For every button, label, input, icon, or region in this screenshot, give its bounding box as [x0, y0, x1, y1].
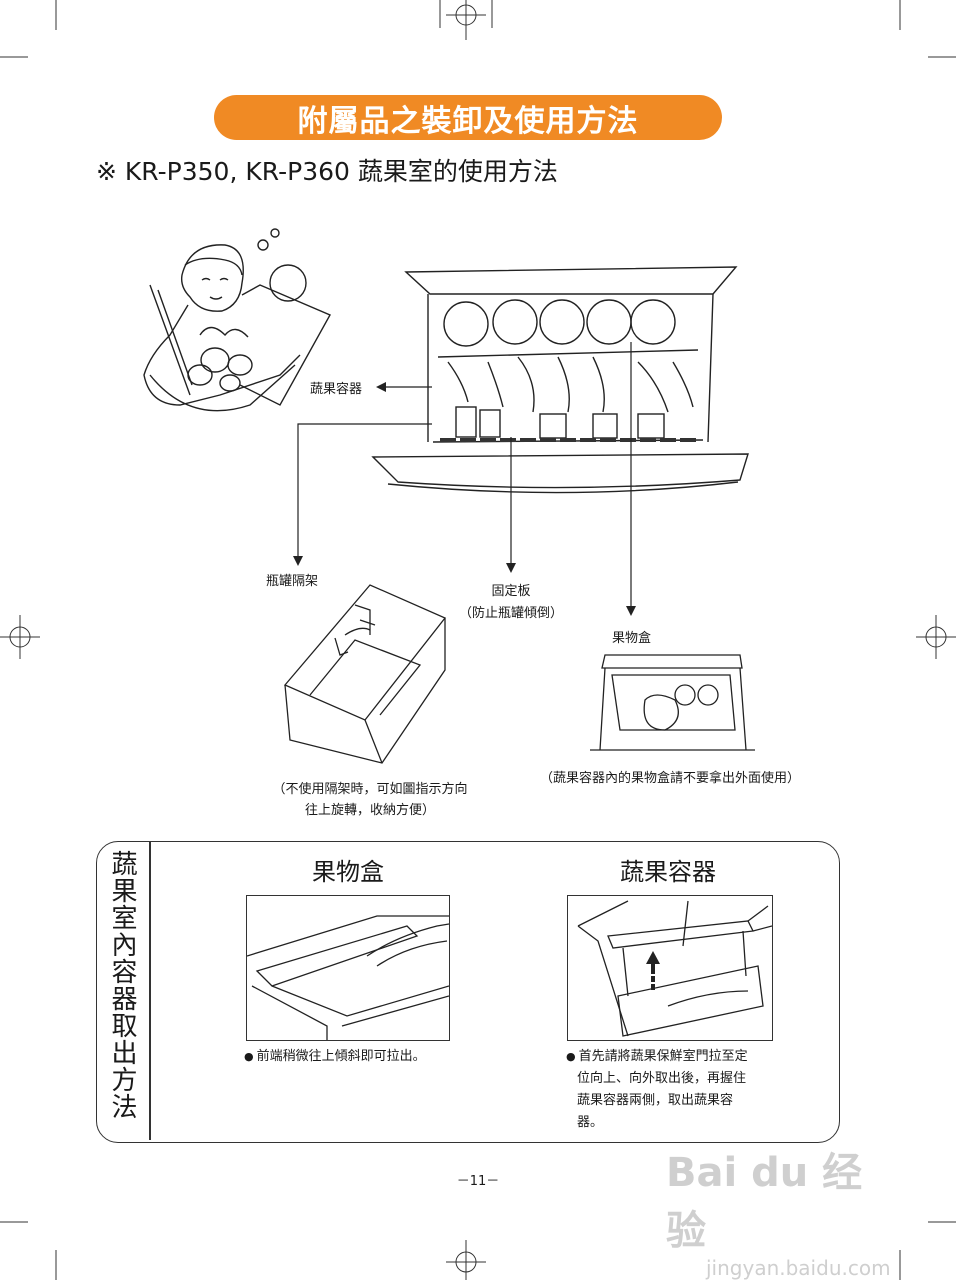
- fruit-box-instruction-text: 前端稍微往上傾斜即可拉出。: [256, 1049, 426, 1064]
- vegetable-container-instruction: ●首先請將蔬果保鮮室門拉至定 位向上、向外取出後，再握住 蔬果容器兩側，取出蔬果…: [566, 1046, 781, 1134]
- vegetable-container-instruction-line1: 首先請將蔬果保鮮室門拉至定: [578, 1049, 748, 1064]
- watermark-brand: Bai du 经验: [666, 1150, 863, 1254]
- note-fruit-box: （蔬果容器內的果物盒請不要拿出外面使用）: [539, 771, 800, 786]
- bottle-rack-illustration: [283, 584, 447, 764]
- label-bottle-rack: 瓶罐隔架: [266, 574, 319, 589]
- label-fixing-plate-note: （防止瓶罐傾倒）: [458, 606, 563, 621]
- panel-divider: [149, 842, 151, 1140]
- vegetable-container-heading: 蔬果容器: [620, 858, 716, 886]
- fruit-box-instruction: ●前端稍微往上傾斜即可拉出。: [244, 1046, 464, 1068]
- section-subtitle: ※ KR-P350, KR-P360 蔬果室的使用方法: [96, 157, 558, 186]
- panel-vertical-title: 蔬果室內容器取出方法: [107, 850, 137, 1120]
- label-fixing-plate: 固定板: [491, 584, 531, 599]
- vegetable-container-removal-illustration: [567, 895, 773, 1041]
- label-vegetable-container: 蔬果容器: [310, 382, 363, 397]
- watermark-url: jingyan.baidu.com: [706, 1256, 891, 1280]
- removal-instructions-panel: [96, 841, 840, 1143]
- fruit-box-illustration: [590, 654, 755, 751]
- baidu-watermark: Bai du 经验 jingyan.baidu.com: [666, 1140, 896, 1280]
- vegetable-container-instruction-line2: 位向上、向外取出後，再握住: [577, 1071, 747, 1086]
- vegetable-container-instruction-line4: 器。: [577, 1115, 604, 1130]
- crisper-drawer-illustration: [371, 266, 749, 494]
- bullet-icon: ●: [244, 1050, 254, 1063]
- woman-with-vegetables-illustration: [143, 228, 331, 412]
- label-fruit-box: 果物盒: [612, 631, 652, 646]
- note-bottle-rack-line2: 往上旋轉，收納方便）: [304, 803, 435, 818]
- bullet-icon: ●: [566, 1050, 576, 1063]
- vegetable-container-instruction-line3: 蔬果容器兩側，取出蔬果容: [577, 1093, 734, 1108]
- page-number: －11－: [456, 1174, 500, 1189]
- page-title: 附屬品之裝卸及使用方法: [214, 95, 722, 140]
- fruit-box-heading: 果物盒: [312, 858, 384, 886]
- note-bottle-rack-line1: （不使用隔架時，可如圖指示方向: [272, 782, 468, 797]
- fruit-box-removal-illustration: [246, 895, 450, 1041]
